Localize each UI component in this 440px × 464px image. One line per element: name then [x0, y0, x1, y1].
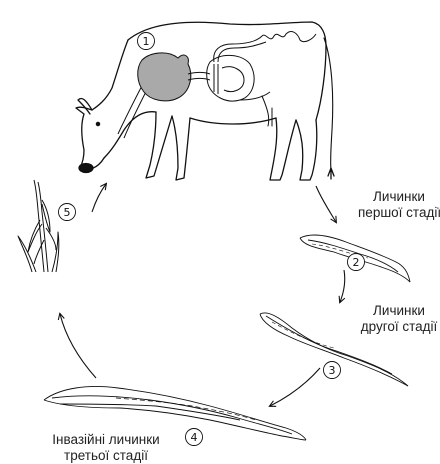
- stage-number-1: 1: [138, 33, 155, 50]
- label-third-stage-line1: Інвазійні личинки: [36, 432, 176, 448]
- svg-text:2: 2: [353, 256, 360, 269]
- label-second-stage-line1: Личинки: [358, 303, 440, 319]
- svg-text:4: 4: [191, 431, 198, 444]
- stage-number-5: 5: [59, 204, 76, 221]
- stage-number-4: 4: [186, 429, 203, 446]
- cow-illustration: [76, 22, 334, 180]
- svg-text:3: 3: [329, 364, 336, 377]
- arrow-l2-to-l3: [270, 368, 320, 406]
- label-first-stage: Личинки першої стадії: [358, 189, 440, 221]
- label-third-stage: Інвазійні личинки третьої стадії: [36, 432, 176, 464]
- label-first-stage-line2: першої стадії: [358, 205, 440, 221]
- arrow-l3-to-grass: [60, 314, 96, 378]
- label-first-stage-line1: Личинки: [358, 189, 440, 205]
- arrow-grass-to-cow: [92, 184, 106, 212]
- label-second-stage: Личинки другої стадії: [358, 303, 440, 335]
- grass-illustration: [18, 180, 59, 272]
- svg-text:5: 5: [64, 206, 71, 219]
- stage-number-2: 2: [348, 254, 365, 271]
- label-third-stage-line2: третьої стадії: [36, 448, 176, 464]
- arrow-cow-to-l1: [316, 186, 336, 222]
- arrow-l1-to-l2: [340, 270, 345, 302]
- stage-number-3: 3: [324, 362, 341, 379]
- cycle-arrows: [60, 184, 345, 406]
- label-second-stage-line2: другої стадії: [358, 319, 440, 335]
- svg-text:1: 1: [143, 35, 150, 48]
